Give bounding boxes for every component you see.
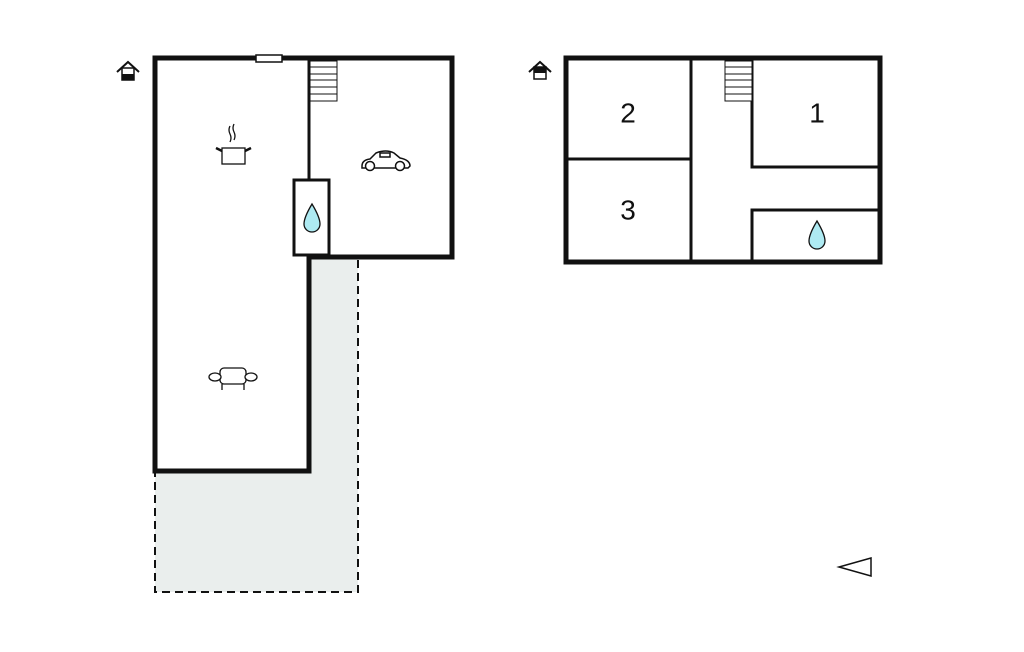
upper-floor-walls — [563, 55, 883, 265]
cooking-pot-icon — [215, 123, 252, 165]
room-label-2: 2 — [620, 97, 636, 128]
car-icon — [361, 150, 411, 172]
terrace — [154, 256, 359, 593]
stairs-icon — [724, 60, 753, 102]
water-drop-icon — [808, 219, 826, 250]
house-ground-floor-icon — [116, 60, 140, 81]
sofa-icon — [208, 367, 258, 390]
stairs-icon — [309, 60, 338, 102]
house-upper-floor-icon — [528, 60, 552, 80]
window-icon — [255, 54, 283, 63]
ground-floor-walls — [152, 55, 455, 474]
water-drop-icon — [303, 202, 321, 233]
room-label-1: 1 — [809, 97, 825, 128]
room-label-3: 3 — [620, 194, 636, 225]
north-arrow-icon — [836, 557, 872, 577]
